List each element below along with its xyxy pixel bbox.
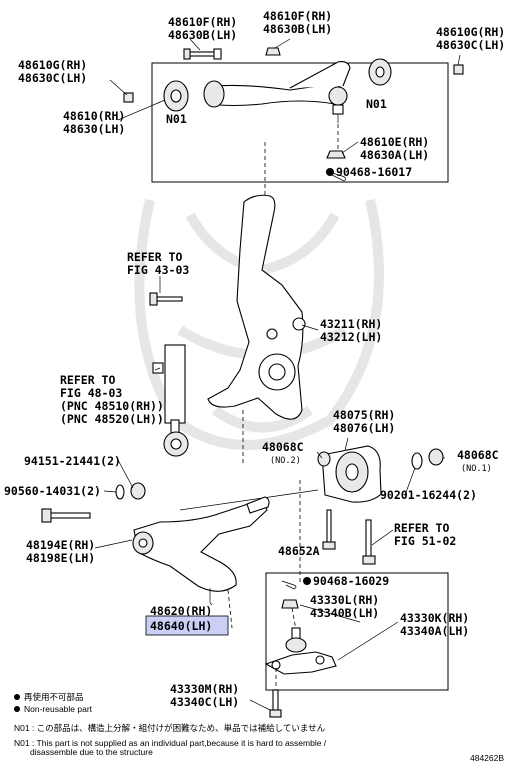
bushing-bolt-vertical bbox=[322, 509, 336, 550]
label-l29: (NO.1) bbox=[461, 464, 492, 474]
knuckle-bolt bbox=[149, 292, 183, 306]
upper-arm-nut-left bbox=[123, 92, 134, 103]
label-l32: 90201-16244(2) bbox=[380, 488, 477, 502]
label-l39: 43330L(RH) bbox=[310, 593, 379, 607]
label-l5: 48610G(RH) bbox=[436, 25, 505, 39]
label-l17: FIG 43-03 bbox=[127, 263, 189, 277]
bushing-bolt-right bbox=[362, 519, 376, 565]
label-l4: 48630B(LH) bbox=[263, 22, 332, 36]
label-l40: 43340B(LH) bbox=[310, 606, 379, 620]
label-l42: 48640(LH) bbox=[150, 619, 212, 633]
label-l44: 43340A(LH) bbox=[400, 624, 469, 638]
label-l23: (PNC 48520(LH)) bbox=[60, 412, 164, 426]
upper-arm-bolt-left bbox=[183, 48, 222, 60]
label-l20: REFER TO bbox=[60, 373, 115, 387]
label-l13: 48610E(RH) bbox=[360, 135, 429, 149]
label-l6: 48630C(LH) bbox=[436, 38, 505, 52]
lower-ball-joint bbox=[264, 627, 337, 675]
label-l31: 90560-14031(2) bbox=[4, 484, 101, 498]
legend-non-reusable-jp: 再使用不可部品 bbox=[24, 692, 84, 702]
upper-arm-nut-right bbox=[453, 64, 464, 75]
lower-arm bbox=[132, 496, 270, 592]
figure-id: 484262B bbox=[470, 753, 504, 763]
label-l38: 90468-16029 bbox=[313, 574, 389, 588]
label-l33: 48194E(RH) bbox=[26, 538, 95, 552]
shock-absorber bbox=[152, 344, 189, 457]
non-reusable-marker-2 bbox=[303, 577, 311, 585]
label-l11: N01 bbox=[166, 112, 187, 126]
label-l14: 48630A(LH) bbox=[360, 148, 429, 162]
label-l2: 48630B(LH) bbox=[168, 28, 237, 42]
label-l18: 43211(RH) bbox=[320, 317, 382, 331]
legend-marker-en bbox=[14, 706, 20, 712]
label-l22: (PNC 48510(RH)) bbox=[60, 399, 164, 413]
label-l16: REFER TO bbox=[127, 250, 182, 264]
note-n01-jp: N01 : この部品は、構造上分解・組付けが困難なため、単品では補給していません bbox=[14, 723, 326, 733]
label-l27: (NO.2) bbox=[270, 456, 301, 466]
label-l36: REFER TO bbox=[394, 521, 449, 535]
upper-arm-group-box bbox=[151, 62, 449, 183]
label-l24: 48075(RH) bbox=[333, 408, 395, 422]
cotter-pin-lower bbox=[281, 580, 297, 590]
label-l43: 43330K(RH) bbox=[400, 611, 469, 625]
bushing-washer-right bbox=[411, 448, 444, 470]
lower-ball-joint-box bbox=[265, 572, 449, 691]
note-n01-en-2: disassemble due to the structure bbox=[30, 747, 153, 757]
label-l46: 43340C(LH) bbox=[170, 695, 239, 709]
small-washer-left bbox=[115, 482, 146, 500]
label-l25: 48076(LH) bbox=[333, 421, 395, 435]
label-l41: 48620(RH) bbox=[150, 604, 212, 618]
legend-non-reusable-en: Non-reusable part bbox=[24, 704, 93, 714]
label-l1: 48610F(RH) bbox=[168, 15, 237, 29]
lower-arm-bolt bbox=[41, 508, 91, 523]
label-l3: 48610F(RH) bbox=[263, 9, 332, 23]
legend: 再使用不可部品 Non-reusable part bbox=[14, 692, 93, 714]
label-l10: 48630(LH) bbox=[63, 122, 125, 136]
label-l8: 48630C(LH) bbox=[18, 71, 87, 85]
label-l21: FIG 48-03 bbox=[60, 386, 122, 400]
footnotes: N01 : この部品は、構造上分解・組付けが困難なため、単品では補給していません… bbox=[14, 723, 327, 757]
label-l15: 90468-16017 bbox=[336, 165, 412, 179]
label-l19: 43212(LH) bbox=[320, 330, 382, 344]
label-l30: 94151-21441(2) bbox=[24, 454, 121, 468]
non-reusable-marker-1 bbox=[326, 168, 334, 176]
lower-ball-joint-bolt bbox=[269, 689, 282, 718]
label-l45: 43330M(RH) bbox=[170, 682, 239, 696]
label-l7: 48610G(RH) bbox=[18, 58, 87, 72]
note-n01-en-1: N01 : This part is not supplied as an in… bbox=[14, 738, 327, 748]
upper-arm-assembly bbox=[163, 58, 392, 123]
highlighted-part-label-box bbox=[145, 615, 229, 636]
legend-marker-jp bbox=[14, 694, 20, 700]
label-l28: 48068C bbox=[457, 448, 499, 462]
upper-arm-nut-top bbox=[265, 47, 281, 56]
label-l34: 48198E(LH) bbox=[26, 551, 95, 565]
label-l37: FIG 51-02 bbox=[394, 534, 456, 548]
part-labels: 48610F(RH) 48630B(LH) 48610F(RH) 48630B(… bbox=[4, 9, 505, 709]
label-l12: N01 bbox=[366, 97, 387, 111]
leader-lines bbox=[94, 38, 461, 711]
castle-nut-upper bbox=[326, 150, 346, 159]
steering-knuckle bbox=[207, 194, 306, 465]
stabilizer-bushing bbox=[321, 445, 382, 503]
label-l35: 48652A bbox=[278, 544, 320, 558]
castle-nut-lower bbox=[281, 599, 299, 609]
label-l26: 48068C bbox=[262, 440, 304, 454]
cotter-pin-upper bbox=[325, 170, 346, 182]
label-l9: 48610(RH) bbox=[63, 109, 125, 123]
bushing-washer-left bbox=[317, 451, 331, 467]
